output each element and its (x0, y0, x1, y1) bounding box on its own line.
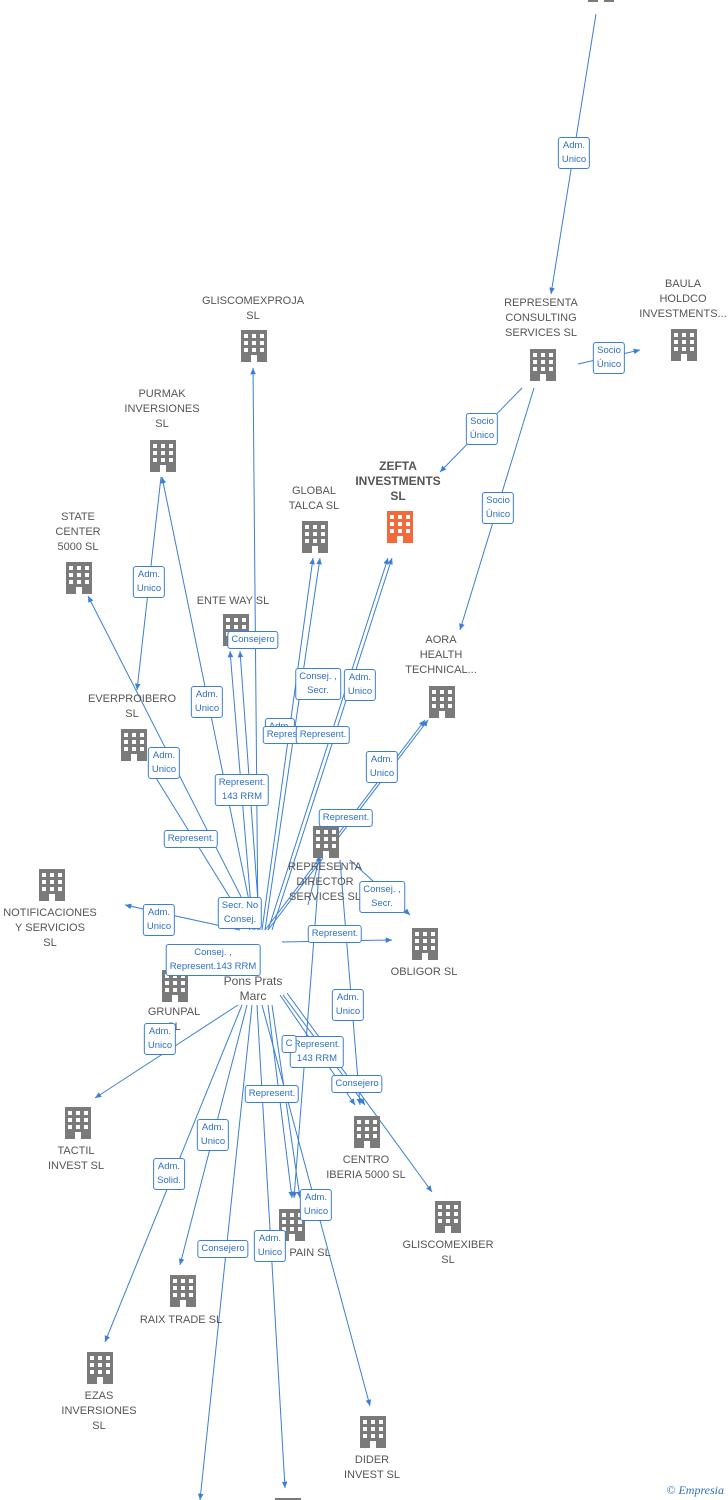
node-label-raix[interactable]: RAIX TRADE SL (139, 1314, 223, 1326)
edge-label[interactable]: Adm. Unico (365, 751, 399, 783)
building-icon[interactable] (87, 1352, 113, 1384)
node-label-spain[interactable]: PAIN SL (289, 1247, 331, 1259)
edge-label[interactable]: C (281, 1035, 297, 1053)
edge-line (250, 367, 259, 931)
node-label-centro-iberia[interactable]: CENTRO IBERIA 5000 SL (326, 1154, 406, 1181)
building-icon[interactable] (530, 349, 556, 381)
edge-line (307, 854, 322, 906)
edge-line (291, 859, 321, 1199)
building-icon[interactable] (313, 826, 339, 858)
edge-label[interactable]: Socio Único (465, 413, 499, 445)
building-icon[interactable] (241, 330, 267, 362)
node-label-ente-way[interactable]: ENTE WAY SL (196, 595, 270, 607)
edge-label[interactable]: Represent. (318, 809, 374, 827)
edge-label[interactable]: Adm. Unico (147, 747, 181, 779)
edge-label[interactable]: Adm. Unico (331, 989, 365, 1021)
node-label-tactil[interactable]: TACTIL INVEST SL (47, 1145, 105, 1172)
building-icon[interactable] (66, 562, 92, 594)
edge-label[interactable]: Adm. Unico (190, 686, 224, 718)
building-icon[interactable] (412, 928, 438, 960)
edge-line (267, 557, 389, 931)
building-icon[interactable] (302, 521, 328, 553)
edge-label[interactable]: Secr. No Consej. (217, 897, 263, 929)
building-icon[interactable] (121, 729, 147, 761)
building-icon[interactable] (671, 329, 697, 361)
edge-label[interactable]: Represent. (295, 726, 351, 744)
building-icon[interactable] (435, 1201, 461, 1233)
edge-label[interactable]: Adm. Unico (253, 1230, 287, 1262)
node-label-representa-consulting[interactable]: REPRESENTA CONSULTING SERVICES SL (504, 297, 578, 339)
edge-label[interactable]: Adm. Unico (557, 137, 591, 169)
edge-label[interactable]: Socio Único (481, 492, 515, 524)
node-label-global-talca[interactable]: GLOBAL TALCA SL (288, 485, 340, 512)
edge-label[interactable]: Adm. Unico (343, 669, 377, 701)
edge-label[interactable]: Represent. (163, 830, 219, 848)
edge-label[interactable]: Consej. , Secr. (295, 668, 341, 700)
node-label-zefta[interactable]: ZEFTA INVESTMENTS SL (355, 459, 441, 503)
node-label-everproibero[interactable]: EVERPROIBERO SL (87, 693, 177, 720)
node-label-purmak[interactable]: PURMAK INVERSIONES SL (124, 388, 200, 430)
edge-label[interactable]: Represent. 143 RRM (214, 774, 270, 806)
building-icon[interactable] (354, 1116, 380, 1148)
edge-line (264, 557, 322, 931)
edge-label[interactable]: Adm. Unico (132, 566, 166, 598)
building-icon[interactable] (588, 0, 614, 2)
edge-label[interactable]: Represent. 143 RRM (289, 1036, 345, 1068)
edge-label[interactable]: Consej. , Represent.143 RRM (165, 944, 261, 976)
edge-line (339, 859, 363, 1106)
edge-line (261, 557, 315, 931)
node-label-dider[interactable]: DIDER INVEST SL (343, 1454, 401, 1481)
edge-label[interactable]: Represent. (307, 925, 363, 943)
node-label-representa-director[interactable]: REPRESENTA DIRECTOR SERVICES SL (288, 861, 362, 903)
edge-label[interactable]: Adm. Solid. (153, 1158, 185, 1190)
node-label-obligor[interactable]: OBLIGOR SL (390, 966, 458, 978)
edge-label[interactable]: Socio Único (592, 342, 626, 374)
copyright[interactable]: © Empresia (666, 1483, 724, 1497)
building-icon[interactable] (387, 511, 413, 543)
node-label-ezas[interactable]: EZAS INVERSIONES SL (61, 1390, 137, 1432)
edge-label[interactable]: Consejero (227, 631, 279, 649)
building-icon[interactable] (150, 440, 176, 472)
node-label-notificaciones[interactable]: NOTIFICACIONES Y SERVICIOS SL (3, 907, 97, 949)
node-label-gliscomexproja[interactable]: GLISCOMEXPROJA SL (201, 295, 305, 322)
node-icons (39, 0, 697, 1500)
node-label-state-center[interactable]: STATE CENTER 5000 SL (55, 511, 101, 553)
edge-label[interactable]: Represent. (244, 1085, 300, 1103)
node-label-baula[interactable]: BAULA HOLDCO INVESTMENTS... (639, 278, 727, 320)
building-icon[interactable] (39, 869, 65, 901)
building-icon[interactable] (170, 1275, 196, 1307)
building-icon[interactable] (65, 1107, 91, 1139)
edge-line (271, 557, 393, 931)
edge-label[interactable]: Adm. Unico (143, 1023, 177, 1055)
edge-label[interactable]: Adm. Unico (196, 1119, 230, 1151)
edge-label[interactable]: Consejero (331, 1075, 383, 1093)
building-icon[interactable] (429, 686, 455, 718)
node-label-aora[interactable]: AORA HEALTH TECHNICAL... (405, 634, 477, 676)
node-label-gliscomexiber[interactable]: GLISCOMEXIBER SL (402, 1239, 494, 1266)
edge-label[interactable]: Consej. , Secr. (359, 881, 405, 913)
edge-label[interactable]: Adm. Unico (142, 904, 176, 936)
building-icon[interactable] (360, 1416, 386, 1448)
edge-label[interactable]: Adm. Unico (299, 1189, 333, 1221)
node-label-person[interactable]: Pons Prats Marc (223, 974, 283, 1003)
edge-label[interactable]: Consejero (197, 1240, 249, 1258)
